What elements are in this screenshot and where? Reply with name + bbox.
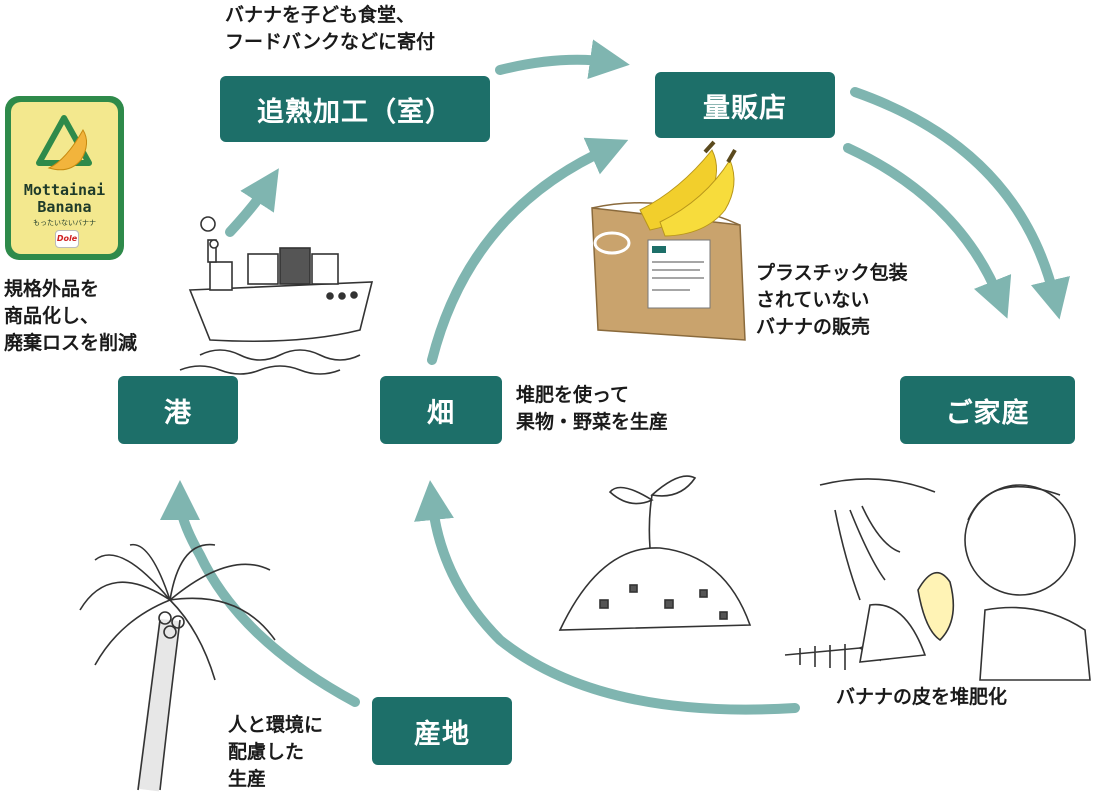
- note-kikakugai-line-1: 規格外品を: [4, 278, 100, 300]
- arrow-gokatei-to-hatake: [414, 480, 800, 715]
- banana-bag-illustration: [591, 140, 746, 341]
- logo-name-line-1: Mottainai: [23, 181, 106, 199]
- node-minato: 港: [118, 376, 238, 444]
- note-peel-line-1: バナナの皮を堆肥化: [836, 686, 1008, 708]
- node-tsuijuku: 追熟加工（室）: [220, 76, 490, 142]
- note-eco-line-2: 配慮した: [228, 741, 305, 763]
- note-eco-line-3: 生産: [228, 768, 267, 790]
- family-compost-illustration: [784, 478, 1091, 681]
- logo-subtitle: もったいないバナナ: [33, 219, 96, 227]
- note-plastic: プラスチック包装 されていない バナナの販売: [756, 260, 908, 341]
- ship-illustration: [179, 216, 374, 375]
- compost-sprout-illustration: [558, 475, 752, 631]
- note-donation-line-1: バナナを子ども食堂、: [225, 4, 416, 26]
- arrow-sanchi-to-minato: [160, 480, 360, 707]
- arrow-ryohanten-to-gokatei-1: [843, 143, 1012, 319]
- node-sanchi: 産地: [372, 697, 512, 765]
- recycle-banana-icon: [36, 115, 92, 171]
- note-plastic-line-3: バナナの販売: [756, 316, 871, 338]
- note-plastic-line-2: されていない: [756, 289, 870, 311]
- palm-tree-illustration: [79, 543, 276, 792]
- note-kikakugai: 規格外品を 商品化し、 廃棄ロスを削減: [4, 276, 137, 357]
- note-kikakugai-line-3: 廃棄ロスを削減: [4, 332, 138, 354]
- arrow-minato-to-tsuijuku: [225, 168, 279, 237]
- note-eco-line-1: 人と環境に: [228, 714, 324, 736]
- note-donation-line-2: フードバンクなどに寄付: [225, 31, 435, 53]
- mottainai-banana-logo: Mottainai Banana もったいないバナナ Dole: [5, 96, 124, 260]
- logo-name-line-2: Banana: [37, 198, 92, 216]
- note-peel: バナナの皮を堆肥化: [836, 684, 1007, 711]
- dole-logo: Dole: [55, 230, 79, 248]
- node-gokatei: ご家庭: [900, 376, 1075, 444]
- arrow-tsuijuku-to-ryohanten: [495, 39, 630, 80]
- note-eco: 人と環境に 配慮した 生産: [228, 712, 323, 793]
- logo-wordmark: Mottainai Banana: [11, 182, 118, 216]
- node-ryohanten: 量販店: [655, 72, 835, 138]
- note-taihi-use: 堆肥を使って 果物・野菜を生産: [516, 382, 668, 436]
- arrow-ryohanten-to-gokatei-2: [850, 87, 1070, 320]
- note-taihi-use-line-2: 果物・野菜を生産: [516, 411, 669, 433]
- node-hatake: 畑: [380, 376, 502, 444]
- logo-background: Mottainai Banana もったいないバナナ Dole: [11, 102, 118, 254]
- note-plastic-line-1: プラスチック包装: [756, 262, 908, 284]
- note-kikakugai-line-2: 商品化し、: [4, 305, 100, 327]
- note-taihi-use-line-1: 堆肥を使って: [516, 384, 630, 406]
- note-donation: バナナを子ども食堂、 フードバンクなどに寄付: [225, 2, 435, 56]
- arrow-hatake-to-ryohanten: [427, 137, 629, 365]
